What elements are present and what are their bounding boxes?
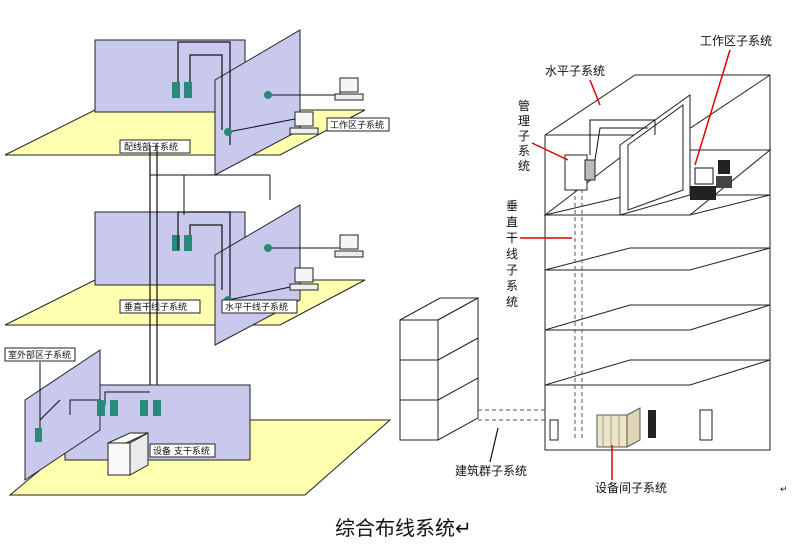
edit-mark: ↵ <box>780 485 788 495</box>
patch-panel-icon <box>153 400 161 416</box>
patch-panel-icon <box>140 400 148 416</box>
phone-icon <box>716 160 732 188</box>
server-rack-icon <box>648 410 656 438</box>
patch-panel-icon <box>184 82 192 98</box>
patch-panel-icon <box>110 400 118 416</box>
label-management-4: 系 <box>518 144 530 158</box>
label-campus-distributor: 配线部子系统 <box>124 141 178 153</box>
diagram-caption: 综合布线系统↵ <box>335 516 472 540</box>
patch-panel-icon <box>184 235 192 251</box>
label-management-2: 理 <box>518 114 530 128</box>
right-labels: 水平子系统 工作区子系统 管 理 子 系 统 垂 直 干 线 子 系 统 建筑群… <box>455 34 788 495</box>
top-floor-panel: 配线部子系统 工作区子系统 <box>4 29 390 176</box>
label-floor-distributor: 垂直干线子系统 <box>124 301 187 313</box>
label-vertical-6: 系 <box>506 279 518 293</box>
label-building-entrance: 建筑群子系统 <box>455 463 527 478</box>
patch-panel-icon <box>172 82 180 98</box>
label-management-1: 管 <box>518 98 530 113</box>
label-vertical-2: 直 <box>506 215 518 229</box>
label-vertical-4: 线 <box>506 247 518 261</box>
label-management-5: 统 <box>518 159 530 173</box>
computer-icon <box>334 234 364 258</box>
patch-panel-icon <box>35 428 42 442</box>
label-work-area-small: 工作区子系统 <box>330 119 384 131</box>
outlet-icon <box>264 244 272 252</box>
computer-icon <box>690 167 716 200</box>
label-management-3: 子 <box>518 129 530 143</box>
computer-icon <box>289 111 319 135</box>
label-equipment-room: 设备间子系统 <box>595 481 667 495</box>
riser-cables <box>149 145 271 410</box>
middle-floor-panel: 垂直干线子系统 水平干线子系统 <box>4 204 366 346</box>
main-building <box>543 74 772 451</box>
label-horizontal: 水平子系统 <box>545 64 605 78</box>
label-work-area: 工作区子系统 <box>700 34 772 48</box>
patch-panel-icon <box>172 235 180 251</box>
patch-panel-icon <box>97 400 105 416</box>
outlet-icon <box>264 91 272 99</box>
outlet-icon <box>224 128 232 136</box>
equipment-cabinet-icon <box>107 432 149 476</box>
label-outdoor-area: 室外部区子系统 <box>8 349 71 361</box>
computer-icon <box>334 77 364 101</box>
label-horizontal-small: 水平干线子系统 <box>225 301 288 313</box>
computer-icon <box>289 267 319 291</box>
entrance-building <box>399 297 479 441</box>
label-vertical-5: 子 <box>506 263 518 277</box>
management-cabinet-icon <box>564 154 588 191</box>
bottom-floor-panel: 室外部区子系统 设备 支干系统 <box>4 347 392 496</box>
label-equipment-backbone: 设备 支干系统 <box>153 445 210 457</box>
equipment-room-cabinet-icon <box>596 407 641 448</box>
label-vertical-3: 干 <box>506 231 518 245</box>
label-vertical-1: 垂 <box>506 199 518 213</box>
label-vertical-7: 统 <box>506 295 518 309</box>
